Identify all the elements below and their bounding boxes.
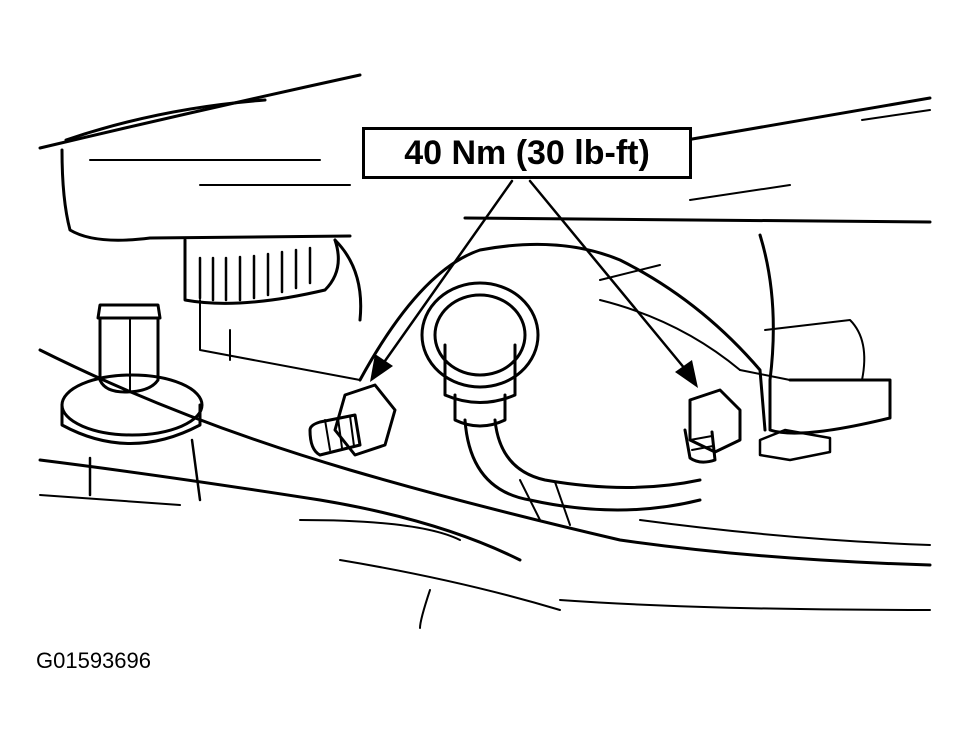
left-mount [98,316,160,394]
figure-id: G01593696 [36,648,151,673]
arrowhead-left [370,354,393,382]
left-stud [308,383,397,457]
torque-callout-text: 40 Nm (30 lb-ft) [404,133,650,172]
wire-clip [758,428,832,462]
center-sensor [420,281,702,526]
upper-housing-edge [60,148,352,242]
torque-callout: 40 Nm (30 lb-ft) [362,127,692,179]
lower-frame [38,348,932,567]
right-stud [683,388,742,464]
upper-housing [38,73,362,150]
leader-left [378,179,514,370]
leader-right [528,179,692,377]
mounting-plate [358,242,767,432]
right-housing [758,233,892,435]
arrowhead-right [675,360,698,388]
ribbed-bracket [183,238,340,305]
